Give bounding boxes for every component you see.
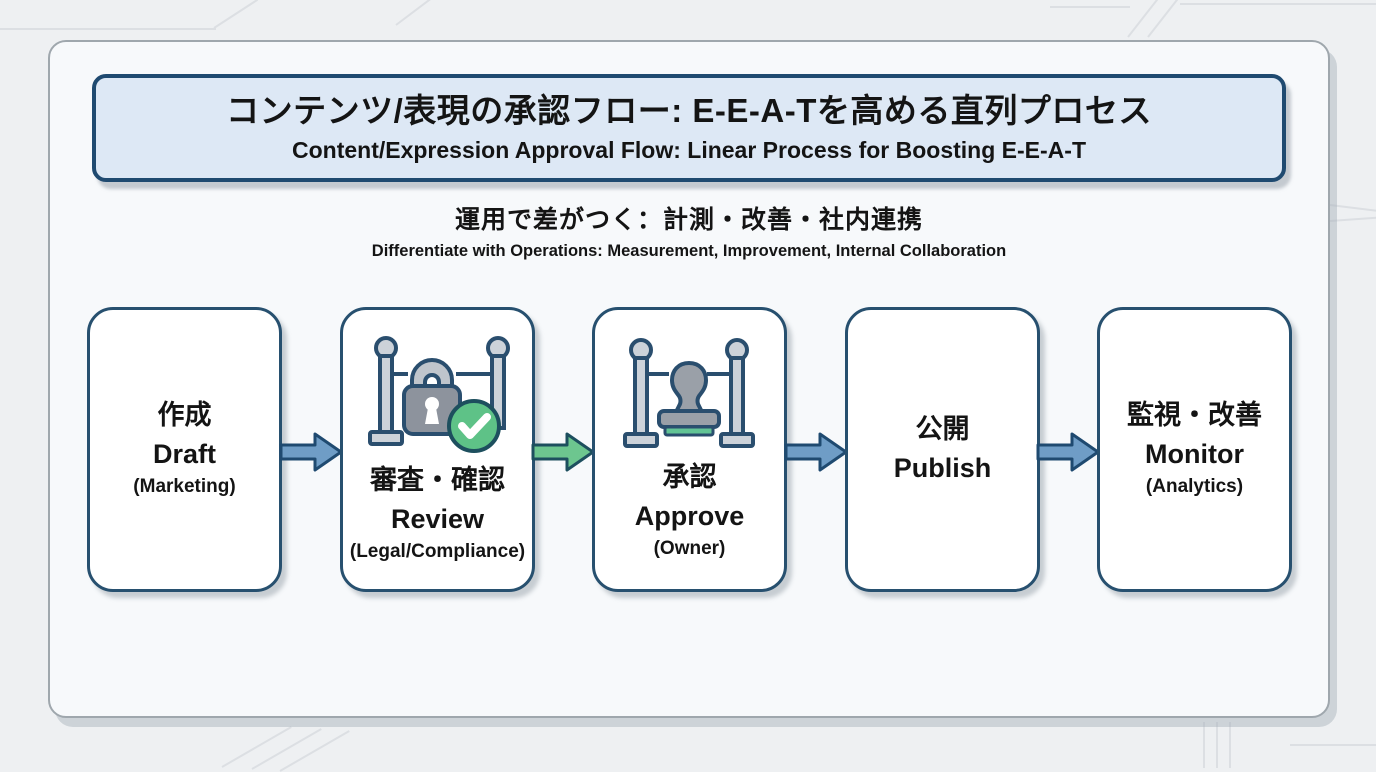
flow-arrow-review-to-approve xyxy=(531,432,595,472)
step-label-en: Draft xyxy=(152,438,216,469)
subtitle-en: Differentiate with Operations: Measureme… xyxy=(371,242,1007,260)
page-title-en: Content/Expression Approval Flow: Linear… xyxy=(291,136,1086,163)
step-label-en: Publish xyxy=(893,453,992,483)
bg-trace-line xyxy=(1180,3,1376,5)
step-role-label: (Analytics) xyxy=(1145,476,1244,498)
subtitle-block: 運用で差がつく：計測・改善・社内連携 Differentiate with Op… xyxy=(50,200,1328,261)
step-role-label: (Legal/Compliance) xyxy=(349,541,526,563)
bg-trace-line xyxy=(213,0,259,29)
step-label-jp: 作成 xyxy=(157,399,212,430)
step-label-en: Approve xyxy=(634,500,745,531)
subtitle-jp: 運用で差がつく：計測・改善・社内連携 xyxy=(454,206,923,234)
flow-step-publish: 公開 Publish xyxy=(845,307,1040,592)
step-role-label: (Marketing) xyxy=(133,476,236,498)
approval-stamp-icon xyxy=(622,337,755,448)
gate-lock-check-icon xyxy=(367,335,510,453)
bg-trace-line xyxy=(1329,204,1376,212)
bg-trace-line xyxy=(221,726,292,768)
flow-step-monitor: 監視・改善 Monitor (Analytics) xyxy=(1097,307,1292,592)
step-role-label: (Owner) xyxy=(653,538,726,560)
slide-card: コンテンツ/表現の承認フロー: E-E-A-Tを高める直列プロセス Conten… xyxy=(48,40,1330,718)
step-label-en: Monitor xyxy=(1145,438,1244,469)
title-banner: コンテンツ/表現の承認フロー: E-E-A-Tを高める直列プロセス Conten… xyxy=(92,74,1286,182)
bg-trace-line xyxy=(0,28,216,30)
bg-trace-line xyxy=(1329,216,1376,222)
step-label-jp: 承認 xyxy=(662,461,717,492)
bg-trace-line xyxy=(251,728,322,770)
flow-arrow-publish-to-monitor xyxy=(1036,432,1100,472)
bg-trace-line xyxy=(279,730,350,772)
bg-trace-line xyxy=(1216,722,1218,768)
step-label-jp: 公開 xyxy=(915,414,970,445)
flow-step-draft: 作成 Draft (Marketing) xyxy=(87,307,282,592)
flow-step-review: 審査・確認 Review (Legal/Compliance) xyxy=(340,307,535,592)
step-label-en: Review xyxy=(390,503,485,534)
bg-trace-line xyxy=(1229,722,1231,768)
step-label-jp: 監視・改善 xyxy=(1127,399,1262,430)
flow-step-approve: 承認 Approve (Owner) xyxy=(592,307,787,592)
flow-arrow-approve-to-publish xyxy=(784,432,848,472)
bg-trace-line xyxy=(395,0,432,26)
bg-trace-line xyxy=(1290,744,1376,746)
flow-arrow-draft-to-review xyxy=(279,432,343,472)
bg-trace-line xyxy=(1050,6,1130,8)
step-label-jp: 審査・確認 xyxy=(370,464,505,495)
page-title-jp: コンテンツ/表現の承認フロー: E-E-A-Tを高める直列プロセス xyxy=(226,92,1152,130)
bg-trace-line xyxy=(1203,722,1205,768)
